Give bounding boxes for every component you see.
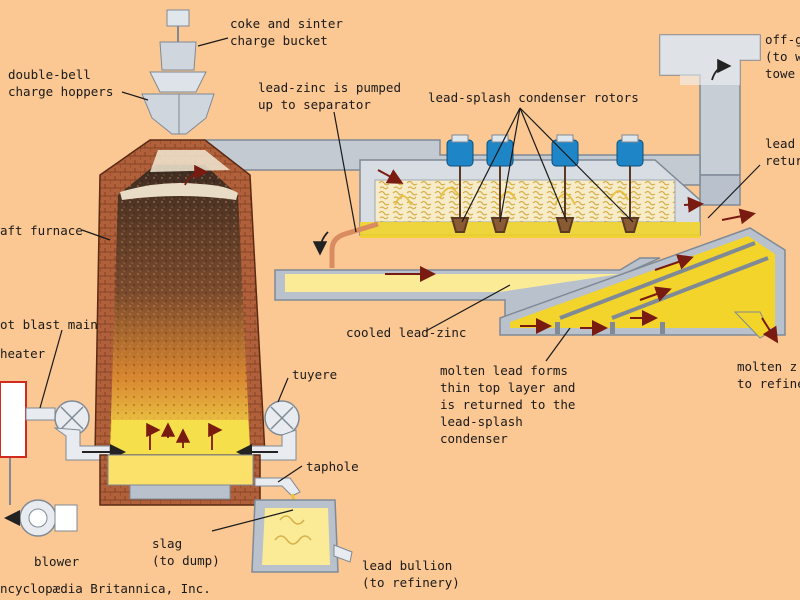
pump-arrow (312, 231, 329, 256)
hot-blast-system (0, 381, 300, 461)
hearth-flame-zone (110, 420, 250, 455)
upper-hopper (149, 71, 207, 93)
charge-bucket (159, 41, 197, 71)
hearth-arrows (146, 422, 223, 450)
ladle-spout (333, 544, 353, 563)
lower-hopper (141, 93, 215, 135)
separator-bath (499, 227, 786, 336)
label-credit: ncyclopædia Britannica, Inc. (0, 581, 211, 596)
label-molten-lead-forms: molten lead forms thin top layer and is … (440, 363, 576, 446)
blast-heater (0, 381, 27, 458)
label-taphole: taphole (306, 459, 359, 474)
furnace-hearth (99, 454, 261, 506)
separator-flow-arrows (520, 208, 756, 336)
top-gas-arrow (184, 164, 209, 186)
shaft-furnace (94, 139, 266, 456)
taphole-spout (254, 477, 301, 497)
charge-system (141, 9, 215, 135)
label-blower: blower (34, 554, 80, 569)
charge-surface (120, 183, 238, 200)
label-hot-blast-main: ot blast main (0, 317, 98, 332)
off-gas-stack (659, 34, 761, 206)
condenser-gas-arrow (377, 169, 404, 184)
hot-blast-main-pipe (25, 407, 56, 421)
rotor-1 (446, 134, 474, 233)
label-shaft-furnace: aft furnace (0, 223, 83, 238)
blower (4, 458, 78, 537)
label-off-gas: off-g (to w towe (765, 32, 800, 81)
label-heater: heater (0, 346, 46, 361)
label-lead-return: lead retur (765, 136, 800, 168)
rotor-callout-lines (461, 107, 634, 223)
label-coke-sinter-bucket: coke and sinter charge bucket (230, 16, 343, 48)
leader-lines (39, 37, 761, 532)
bullion-ladle (251, 499, 353, 573)
label-double-bell-hoppers: double-bell charge hoppers (8, 67, 114, 99)
off-gas-arrow (711, 58, 732, 81)
bucket-hanger (166, 9, 190, 27)
label-molten-zinc: molten z to refine (737, 359, 800, 391)
lead-splash-condenser (359, 159, 701, 238)
condenser-splash-spray (394, 187, 629, 206)
label-slag: slag (to dump) (152, 536, 220, 568)
label-cooled-lead-zinc: cooled lead-zinc (346, 325, 467, 340)
condenser-exit-arrow (683, 196, 704, 213)
zinc-outlet-spout (733, 311, 779, 344)
label-lead-zinc-pumped: lead-zinc is pumped up to separator (258, 80, 401, 112)
label-condenser-rotors: lead-splash condenser rotors (428, 90, 639, 105)
furnace-top-gas (150, 150, 230, 172)
cooling-launder (274, 257, 661, 321)
label-tuyere: tuyere (292, 367, 338, 382)
lead-zinc-pump-pipe (329, 221, 379, 268)
condenser-rotors (446, 134, 644, 233)
label-lead-bullion: lead bullion (to refinery) (362, 558, 460, 590)
